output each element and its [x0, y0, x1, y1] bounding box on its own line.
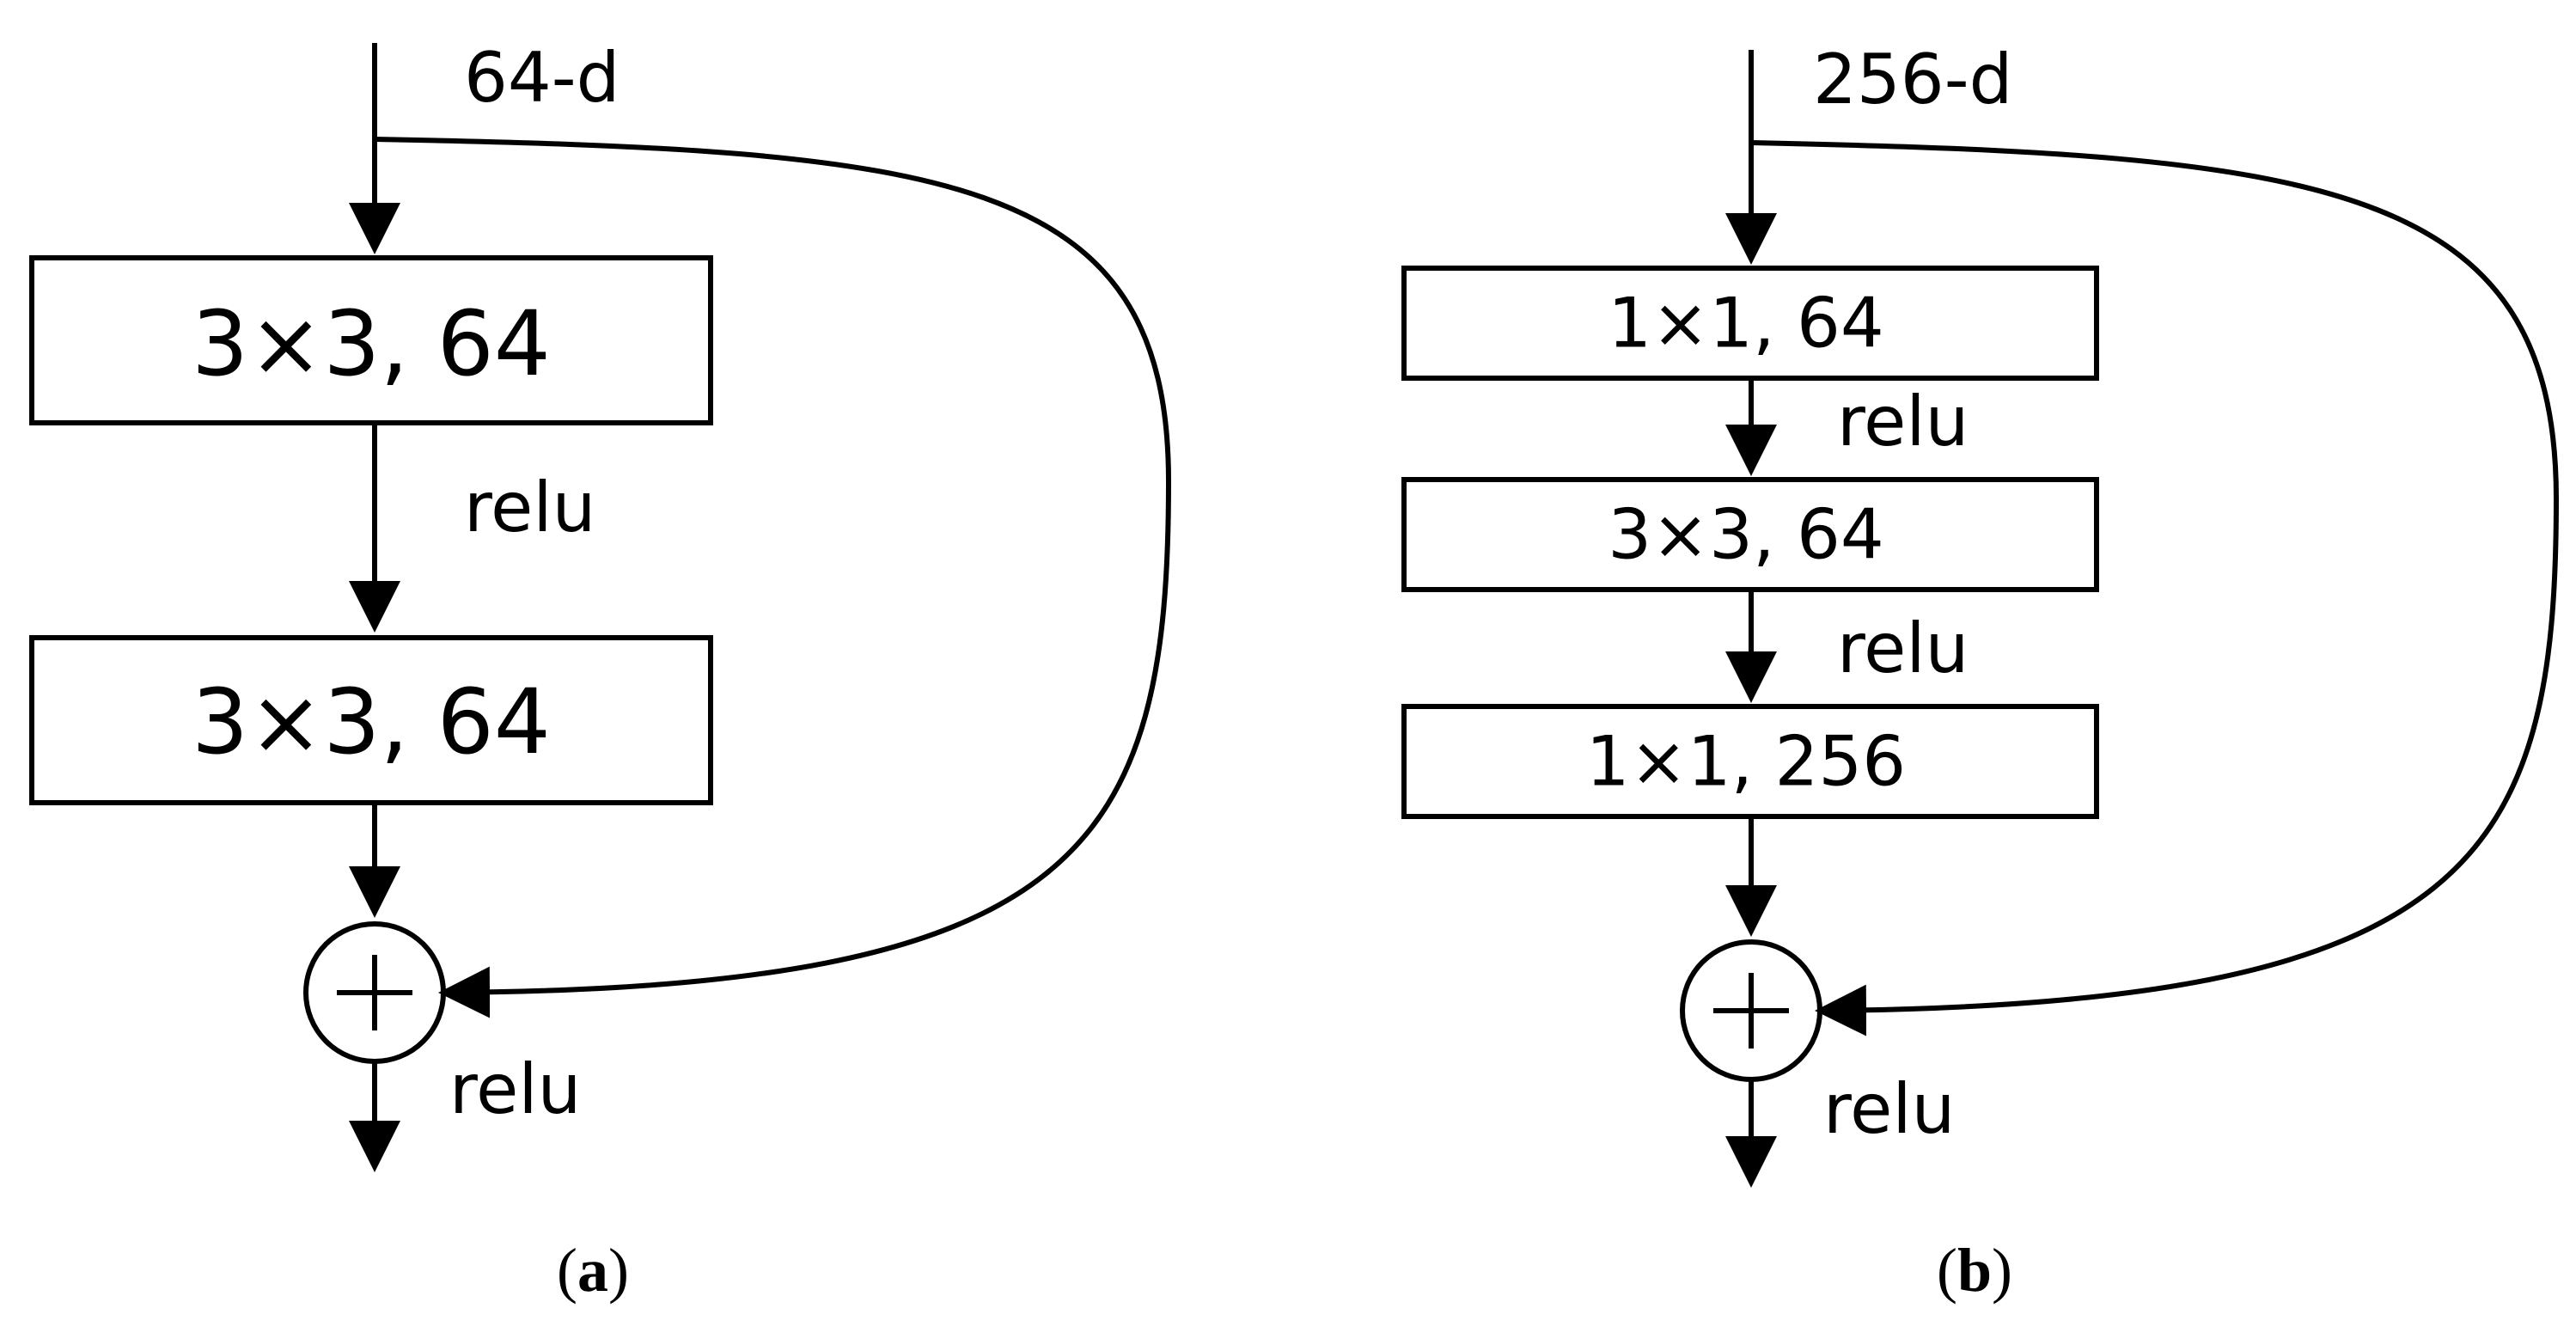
panel-a-skip-connection [374, 137, 1172, 1018]
panel-a: 64-d 3×3, 64 relu 3×3, 64 relu (a) [29, 38, 1172, 1305]
panel-a-input-label: 64-d [464, 38, 620, 118]
panel-b-relu-2: relu [1837, 608, 1969, 688]
panel-b-caption: (b) [1937, 1236, 2012, 1305]
panel-b-input-label: 256-d [1813, 40, 2012, 119]
panel-a-caption: (a) [557, 1236, 629, 1305]
panel-b-skip-connection [1750, 140, 2560, 1036]
panel-b-relu-1: relu [1837, 382, 1969, 462]
panel-b-conv-box-3-label: 1×1, 256 [1586, 722, 1906, 802]
panel-b-conv-box-2-label: 3×3, 64 [1608, 495, 1883, 575]
panel-b-relu-out: relu [1823, 1069, 1955, 1149]
panel-a-relu-out: relu [449, 1049, 581, 1129]
panel-a-conv-box-1 [29, 255, 713, 425]
panel-b-conv-box-2 [1401, 477, 2099, 592]
panel-a-conv-box-2 [29, 635, 713, 805]
panel-b-conv-box-1-label: 1×1, 64 [1608, 284, 1883, 364]
panel-a-conv-box-2-label: 3×3, 64 [192, 670, 551, 774]
panel-a-relu-1: relu [464, 468, 595, 547]
panel-a-conv-box-1-label: 3×3, 64 [192, 291, 551, 396]
panel-b-conv-box-3 [1401, 704, 2099, 819]
panel-b: 256-d 1×1, 64 relu 3×3, 64 relu 1×1, 256… [1401, 40, 2560, 1305]
